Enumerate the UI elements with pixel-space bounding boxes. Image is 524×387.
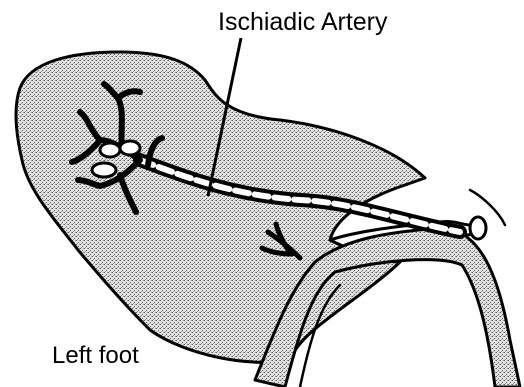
artery-label: Ischiadic Artery: [218, 10, 388, 35]
foot-label: Left foot: [52, 344, 139, 368]
joint-knob: [470, 217, 486, 239]
